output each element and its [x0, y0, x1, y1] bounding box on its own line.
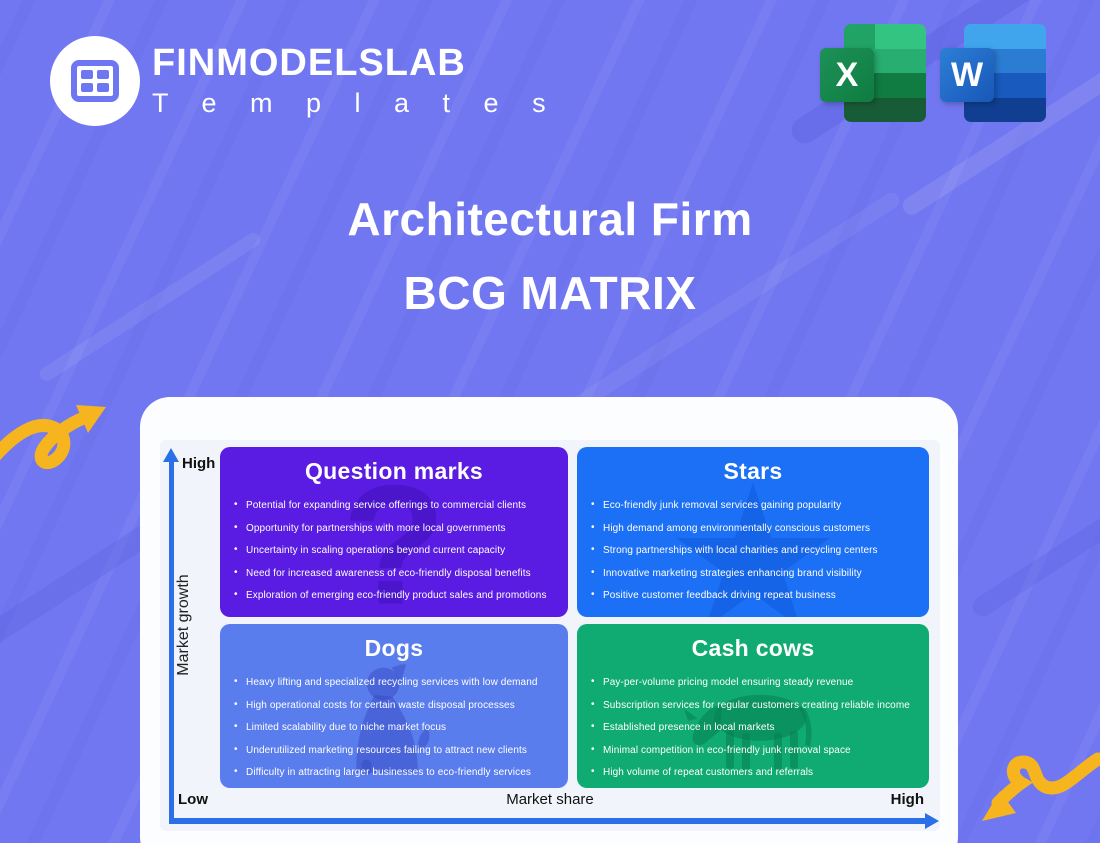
quadrant-title-question-marks: Question marks	[304, 458, 484, 484]
list-item: Exploration of emerging eco-friendly pro…	[234, 589, 560, 602]
list-item: Heavy lifting and specialized recycling …	[234, 676, 560, 689]
brand-name: FINMODELSLAB	[152, 42, 466, 84]
list-item: Need for increased awareness of eco-frie…	[234, 567, 560, 580]
y-axis-title: Market growth	[175, 574, 192, 676]
yellow-squiggle-arrow-right	[982, 752, 1100, 821]
list-item: Innovative marketing strategies enhancin…	[591, 567, 921, 580]
y-axis-arrow	[163, 448, 179, 824]
stars-list: Eco-friendly junk removal services gaini…	[591, 499, 921, 602]
brand-block: FINMODELSLAB T e m p l a t e s	[152, 44, 559, 119]
brush-streak	[968, 439, 1100, 621]
list-item: Strong partnerships with local charities…	[591, 544, 921, 557]
excel-sheet-icon	[844, 24, 926, 122]
list-item: Minimal competition in eco-friendly junk…	[591, 744, 921, 757]
quadrant-dogs: Dogs Heavy lifting and specialized recyc…	[220, 624, 568, 788]
list-item: Established presence in local markets	[591, 721, 921, 734]
list-item: Subscription services for regular custom…	[591, 699, 921, 712]
quadrant-stars: ★ Stars Eco-friendly junk removal servic…	[577, 447, 929, 617]
quadrant-question-marks: ? Question marks Potential for expanding…	[220, 447, 568, 617]
page-title: Architectural Firm BCG MATRIX	[0, 196, 1100, 316]
list-item: Potential for expanding service offering…	[234, 499, 560, 512]
quadrant-title-stars: Stars	[723, 458, 783, 484]
word-letter-tile: W	[940, 48, 994, 102]
title-line-1: Architectural Firm	[347, 193, 753, 245]
list-item: Limited scalability due to niche market …	[234, 721, 560, 734]
list-item: Eco-friendly junk removal services gaini…	[591, 499, 921, 512]
dogs-list: Heavy lifting and specialized recycling …	[234, 676, 560, 779]
x-axis-title: Market share	[506, 791, 594, 808]
yellow-squiggle-arrow-left	[0, 405, 106, 469]
x-axis-low-label: Low	[178, 791, 208, 808]
list-item: Difficulty in attracting larger business…	[234, 766, 560, 779]
word-icon: W	[940, 24, 1048, 126]
x-axis-arrow	[169, 813, 939, 829]
quadrant-cash-cows: Cash cows Pay-per-volume pricing model e…	[577, 624, 929, 788]
title-line-2: BCG MATRIX	[403, 267, 697, 319]
finmodelslab-logo	[50, 36, 140, 126]
list-item: High demand among environmentally consci…	[591, 522, 921, 535]
bcg-matrix-panel: High Market growth Low Market share High…	[160, 440, 940, 831]
list-item: Underutilized marketing resources failin…	[234, 744, 560, 757]
quadrant-title-cash-cows: Cash cows	[691, 635, 815, 661]
list-item: Pay-per-volume pricing model ensuring st…	[591, 676, 921, 689]
list-item: Positive customer feedback driving repea…	[591, 589, 921, 602]
question-marks-list: Potential for expanding service offering…	[234, 499, 560, 602]
quadrant-grid: ? Question marks Potential for expanding…	[220, 447, 929, 788]
brand-subtitle: T e m p l a t e s	[152, 88, 559, 118]
y-axis-high-label: High	[182, 455, 216, 472]
excel-letter-tile: X	[820, 48, 874, 102]
grid-logo-icon	[71, 60, 119, 102]
cash-cows-list: Pay-per-volume pricing model ensuring st…	[591, 676, 921, 779]
x-axis-high-label: High	[890, 791, 924, 808]
list-item: High volume of repeat customers and refe…	[591, 766, 921, 779]
quadrant-title-dogs: Dogs	[364, 635, 424, 661]
list-item: Opportunity for partnerships with more l…	[234, 522, 560, 535]
excel-icon: X	[820, 24, 928, 126]
list-item: High operational costs for certain waste…	[234, 699, 560, 712]
list-item: Uncertainty in scaling operations beyond…	[234, 544, 560, 557]
